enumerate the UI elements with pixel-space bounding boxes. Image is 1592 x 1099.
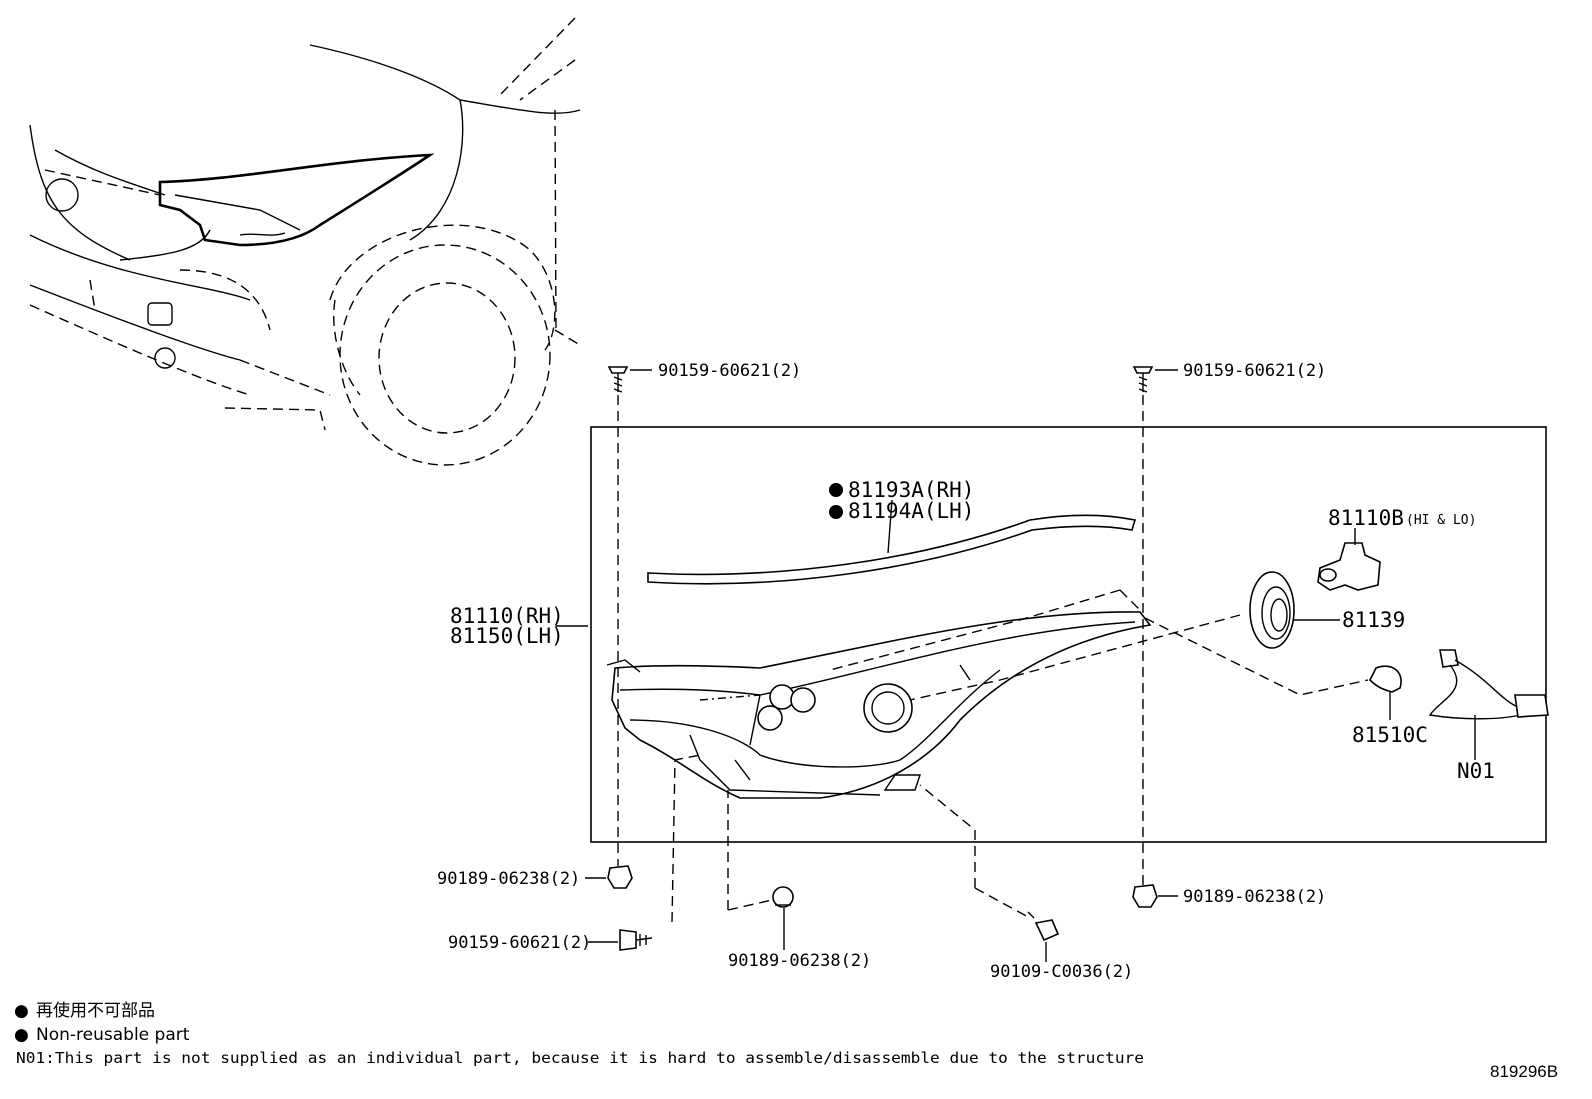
small-bulb [1369, 665, 1402, 720]
fastener-screw-bottom [1027, 911, 1060, 942]
callout-headlamp-lh: 81150(LH) [450, 624, 564, 648]
callout-small-bulb: 81510C [1352, 723, 1428, 747]
vehicle-front-illustration [29, 17, 581, 466]
callout-headlamp-rh: 81110(RH) [450, 604, 564, 628]
callout-nut-right: 90189-06238(2) [1183, 887, 1326, 907]
figure-reference: 819296B [1490, 1062, 1558, 1081]
callout-nut-bottom-center: 90189-06238(2) [728, 951, 871, 971]
headlamp-assembly-frame [590, 426, 1547, 843]
leader-lines [556, 369, 1369, 962]
callout-bolt-top-left: 90159-60621(2) [658, 361, 801, 381]
hi-lo-bulb [1317, 528, 1381, 591]
legend-line-en: Non-reusable part [36, 1025, 190, 1045]
callout-molding-lh: 81194A(LH) [848, 499, 974, 523]
callout-nut-left: 90189-06238(2) [437, 869, 580, 889]
molding-strip [647, 499, 1137, 585]
legend-bullet-jp: ● [14, 1001, 29, 1021]
fastener-bolt-bottom-left [619, 929, 653, 951]
fastener-nut-right [1132, 884, 1158, 908]
legend-line-jp: 再使用不可部品 [36, 1000, 155, 1021]
wire-harness [1428, 649, 1549, 760]
rear-cap [1249, 571, 1340, 649]
fastener-bolt-top-right [1132, 366, 1154, 393]
callout-bulb-hi-lo: 81110B [1328, 506, 1404, 530]
callout-bolt-top-right: 90159-60621(2) [1183, 361, 1326, 381]
callout-bulb-hi-lo-note: (HI & LO) [1406, 513, 1476, 528]
fastener-bolt-top-left [607, 366, 629, 393]
fastener-nut-bottom-center [772, 886, 794, 908]
non-reusable-bullet-rh [829, 483, 843, 497]
callout-harness: N01 [1457, 759, 1495, 783]
callout-screw-bottom: 90109-C0036(2) [990, 962, 1133, 982]
fastener-nut-left [607, 865, 633, 889]
callout-molding: 81193A(RH) 81194A(LH) [829, 478, 974, 523]
callout-bolt-bottom-left: 90159-60621(2) [448, 933, 591, 953]
callout-molding-rh: 81193A(RH) [848, 478, 974, 502]
legend-bullet-en: ● [14, 1025, 29, 1045]
callout-cap: 81139 [1342, 608, 1405, 632]
legend: ● 再使用不可部品 ● Non-reusable part N01:This p… [14, 1000, 1144, 1067]
legend-n01-note: N01:This part is not supplied as an indi… [16, 1049, 1144, 1067]
headlamp-unit [606, 611, 1152, 799]
non-reusable-bullet-lh [829, 505, 843, 519]
